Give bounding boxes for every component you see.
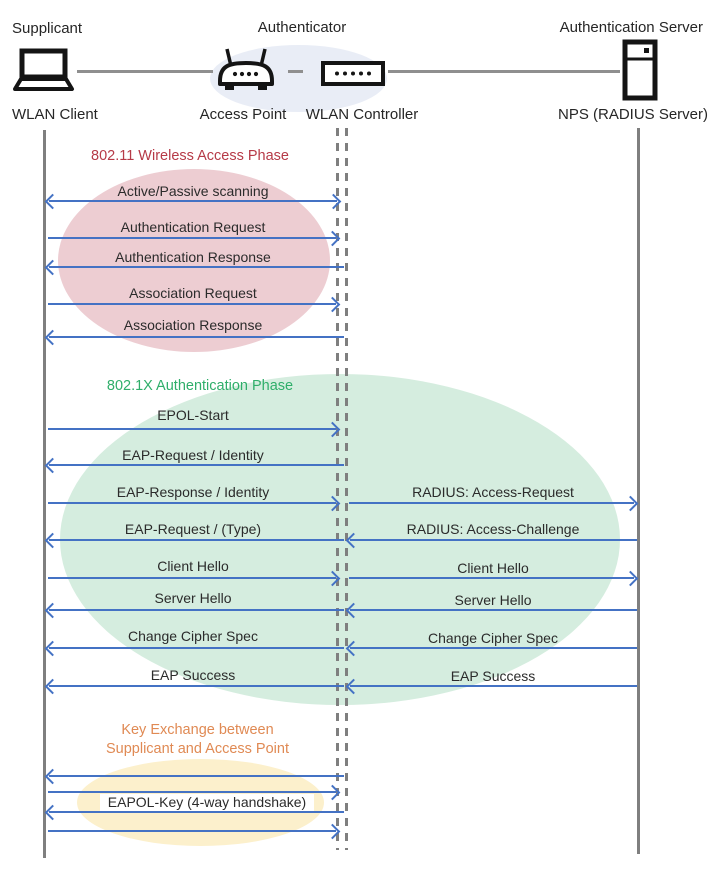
message-arrow-eap-success-left xyxy=(49,685,344,687)
node-label-access-point: Access Point xyxy=(199,106,287,123)
message-arrow-radius-access-request xyxy=(349,502,634,504)
node-label-wlan-client: WLAN Client xyxy=(12,106,98,123)
laptop-icon xyxy=(13,48,75,93)
message-arrow-authentication-response xyxy=(49,266,344,268)
message-label-eapol-key: EAPOL-Key (4-way handshake) xyxy=(100,794,314,811)
message-arrow-client-hello-left xyxy=(48,577,336,579)
connector-line-client-ap xyxy=(77,70,213,73)
message-arrow-server-hello-right xyxy=(350,609,637,611)
lifeline-nps-server xyxy=(637,128,640,854)
message-label-eap-request-type: EAP-Request / (Type) xyxy=(124,521,262,537)
message-label-eap-success-left: EAP Success xyxy=(150,667,236,683)
message-arrow-change-cipher-spec-left xyxy=(49,647,344,649)
message-label-active-passive-scanning: Active/Passive scanning xyxy=(117,183,269,199)
message-arrow-association-request xyxy=(48,303,336,305)
message-arrow-association-response xyxy=(49,336,344,338)
connector-line-controller-server xyxy=(388,70,620,73)
message-arrow-active-passive-scanning xyxy=(49,200,337,202)
message-label-radius-access-challenge: RADIUS: Access-Challenge xyxy=(406,521,580,537)
message-label-eap-response-identity: EAP-Response / Identity xyxy=(116,484,270,500)
node-label-wlan-controller: WLAN Controller xyxy=(305,106,419,123)
wlan-controller-icon xyxy=(321,61,385,86)
message-label-eap-request-identity: EAP-Request / Identity xyxy=(122,447,264,463)
phase2-title: 802.1X Authentication Phase xyxy=(106,378,294,394)
message-arrow-eap-request-type xyxy=(49,539,344,541)
message-arrow-eapol-key-2 xyxy=(48,791,336,793)
message-arrow-eapol-key-3 xyxy=(49,811,344,813)
message-label-client-hello-left: Client Hello xyxy=(157,558,229,574)
message-label-association-request: Association Request xyxy=(129,285,257,301)
message-label-authentication-request: Authentication Request xyxy=(120,219,266,235)
role-label-supplicant: Supplicant xyxy=(12,20,83,37)
message-label-change-cipher-spec-right: Change Cipher Spec xyxy=(428,630,558,646)
message-arrow-epol-start xyxy=(48,428,336,430)
phase3-title-line1: Key Exchange between xyxy=(121,722,274,738)
message-arrow-eapol-key-1 xyxy=(49,775,344,777)
message-arrow-eapol-key-4 xyxy=(48,830,336,832)
lifeline-wlan-controller-dashed-2 xyxy=(345,128,348,850)
lifeline-wlan-controller-dashed-1 xyxy=(336,128,339,850)
message-arrow-change-cipher-spec-right xyxy=(350,647,637,649)
message-label-authentication-response: Authentication Response xyxy=(115,249,271,265)
message-label-epol-start: EPOL-Start xyxy=(157,407,229,423)
access-point-icon xyxy=(216,47,276,93)
message-label-eap-success-right: EAP Success xyxy=(450,668,536,684)
message-label-association-response: Association Response xyxy=(123,317,263,333)
role-label-authenticator: Authenticator xyxy=(257,19,347,36)
message-arrow-eap-success-right xyxy=(350,685,637,687)
message-arrow-server-hello-left xyxy=(49,609,344,611)
lifeline-wlan-client xyxy=(43,130,46,858)
message-label-change-cipher-spec-left: Change Cipher Spec xyxy=(128,628,258,644)
phase3-title-line2: Supplicant and Access Point xyxy=(106,741,289,757)
message-arrow-radius-access-challenge xyxy=(350,539,637,541)
message-arrow-eap-request-identity xyxy=(49,464,344,466)
message-label-radius-access-request: RADIUS: Access-Request xyxy=(412,484,574,500)
connector-line-ap-controller xyxy=(288,70,303,73)
message-label-server-hello-right: Server Hello xyxy=(454,592,532,608)
server-icon xyxy=(622,39,658,101)
message-label-client-hello-right: Client Hello xyxy=(457,560,529,576)
node-label-nps-radius-server: NPS (RADIUS Server) xyxy=(557,106,709,123)
message-arrow-client-hello-right xyxy=(349,577,634,579)
phase1-title: 802.11 Wireless Access Phase xyxy=(91,148,289,164)
message-arrow-authentication-request xyxy=(48,237,336,239)
message-label-server-hello-left: Server Hello xyxy=(154,590,232,606)
role-label-authentication-server: Authentication Server xyxy=(559,19,703,36)
message-arrow-eap-response-identity xyxy=(48,502,336,504)
